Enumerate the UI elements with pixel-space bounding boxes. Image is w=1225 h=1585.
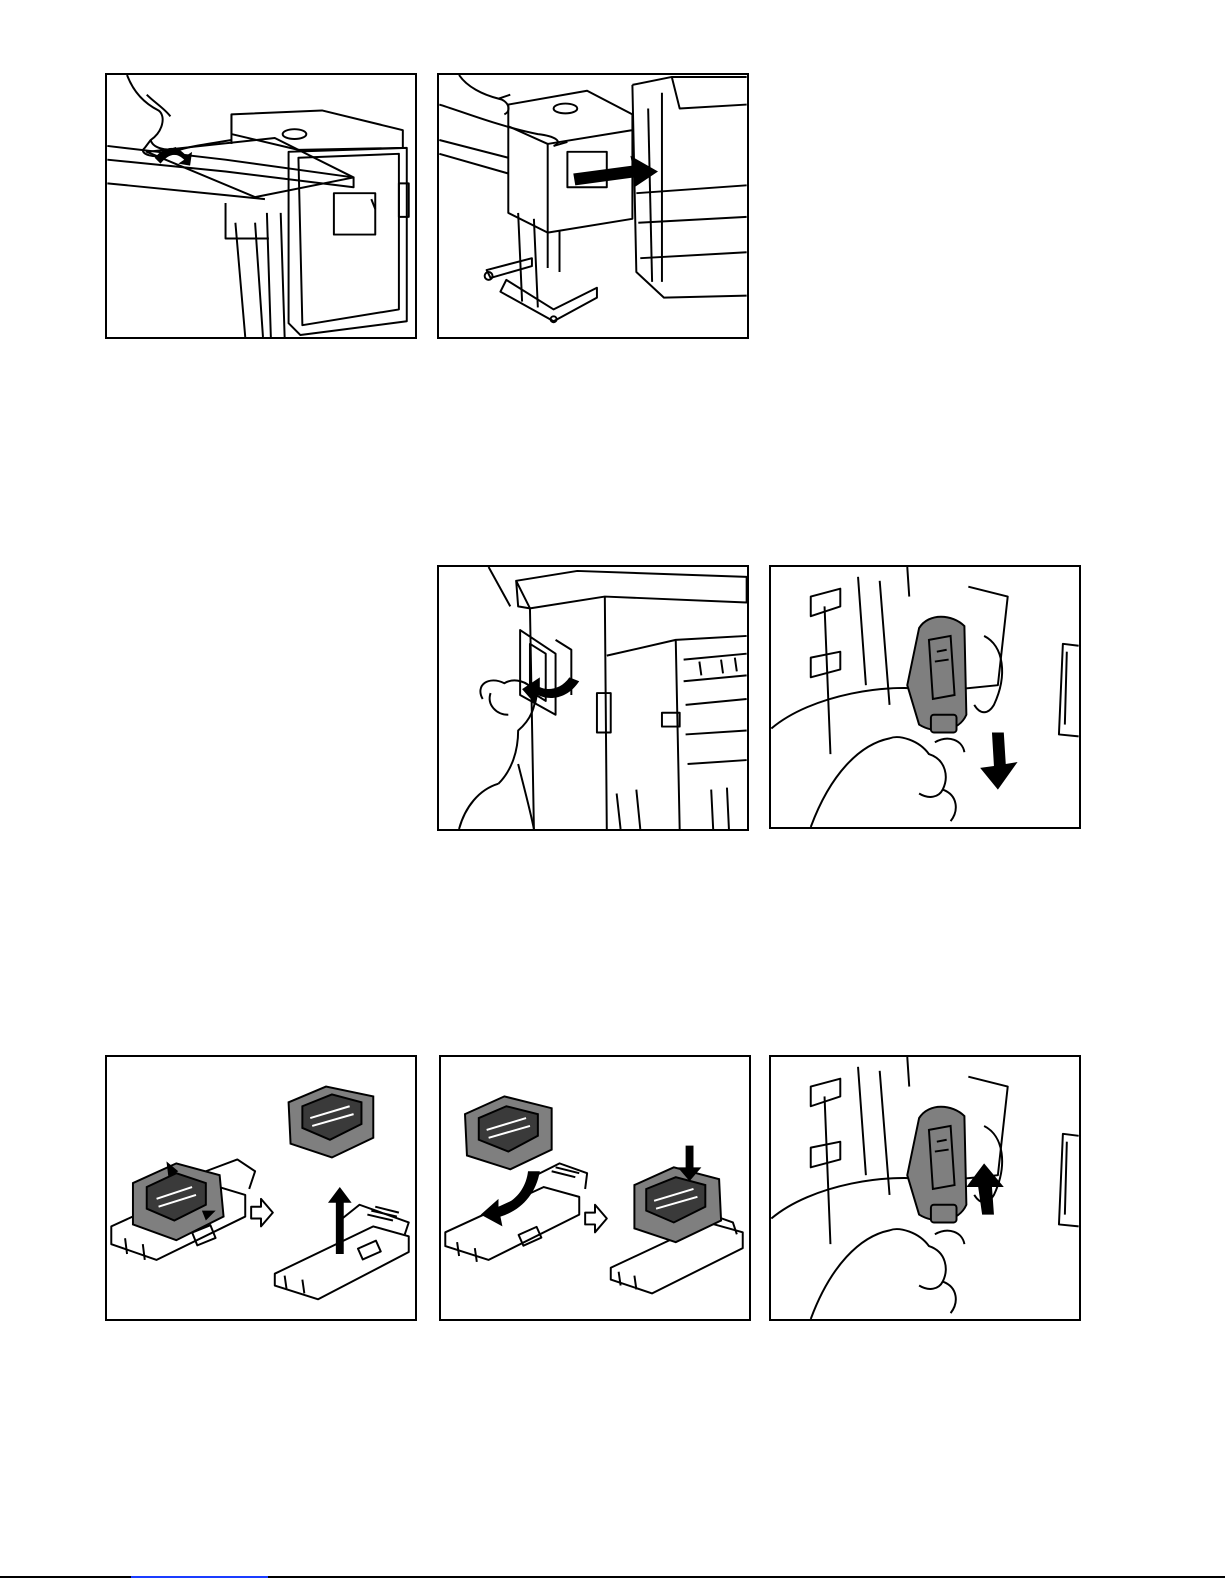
staple-case-in-holder <box>634 1167 721 1242</box>
figure-5-remove-case <box>105 1055 417 1321</box>
figure-6-illustration <box>441 1057 749 1319</box>
figure-3-open-cover <box>437 565 749 831</box>
figure-4-pull-holder <box>769 565 1081 829</box>
figure-1-output-tray <box>105 73 417 339</box>
staple-case-in-holder <box>133 1163 224 1240</box>
new-staple-case <box>465 1096 552 1169</box>
figure-1-illustration <box>107 75 415 337</box>
staple-cartridge-holder <box>907 1107 966 1223</box>
figure-4-illustration <box>771 567 1079 827</box>
figure-2-illustration <box>439 75 747 337</box>
figure-3-illustration <box>439 567 747 829</box>
figure-6-insert-case <box>439 1055 751 1321</box>
staple-cartridge-holder <box>907 617 966 733</box>
figure-7-illustration <box>771 1057 1079 1319</box>
figure-5-illustration <box>107 1057 415 1319</box>
figure-7-reinsert-holder <box>769 1055 1081 1321</box>
footer-link-underline[interactable] <box>131 1576 268 1578</box>
removed-staple-case <box>289 1087 374 1158</box>
figure-2-slide-finisher <box>437 73 749 339</box>
